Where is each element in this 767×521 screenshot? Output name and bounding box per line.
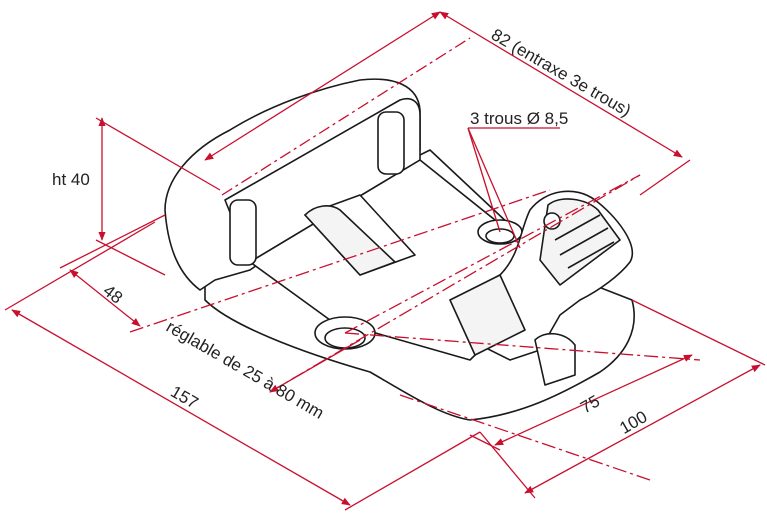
centerline-2: [344, 332, 701, 361]
dim-157-line: [11, 309, 351, 506]
dim-157-ext-1: [4, 221, 156, 311]
mounting-hole-2-inner: [485, 228, 515, 244]
jaw-rib-2: [559, 227, 609, 256]
mounting-hole-1-inner: [324, 327, 366, 349]
rear-post-right: [377, 111, 405, 175]
dim-reglable-line: [129, 189, 551, 333]
dim-ht-ext-top: [95, 117, 221, 191]
dim-100-ext-2: [631, 299, 766, 366]
label-trous: 3 trous Ø 8,5: [470, 109, 568, 128]
pivot-cylinder: [449, 274, 526, 356]
label-100: 100: [616, 407, 650, 438]
dim-reglable-arrow: [269, 339, 361, 393]
dim-82-ext-2: [639, 159, 691, 196]
dim-82-line: [204, 11, 441, 161]
dim-82-line-b: [439, 11, 683, 158]
dim-48-ext: [59, 214, 166, 269]
label-75: 75: [577, 391, 603, 417]
jaw-rib-3: [567, 241, 615, 269]
dim-100-ext-1: [479, 431, 536, 499]
jaw-rib-1: [554, 214, 601, 241]
dim-100-line: [524, 364, 761, 494]
dim-ht-ext-bot: [95, 239, 166, 276]
dim-reglable-line-2: [269, 174, 641, 393]
label-ht-40: ht 40: [52, 170, 90, 189]
dimension-lines: [4, 11, 766, 511]
slider-top: [304, 205, 396, 276]
rear-post-left: [229, 199, 257, 266]
dim-trous-leader-3: [467, 127, 521, 249]
dim-trous-leader-2: [467, 127, 501, 233]
centerline-1: [344, 174, 641, 334]
label-157: 157: [167, 382, 201, 413]
dim-82-ext-1: [221, 37, 471, 196]
label-48: 48: [100, 281, 127, 308]
dim-157-ext-2: [344, 431, 481, 511]
dim-75-ext: [469, 434, 501, 451]
label-entraxe: 82 (entraxe 3e trous): [488, 25, 634, 120]
